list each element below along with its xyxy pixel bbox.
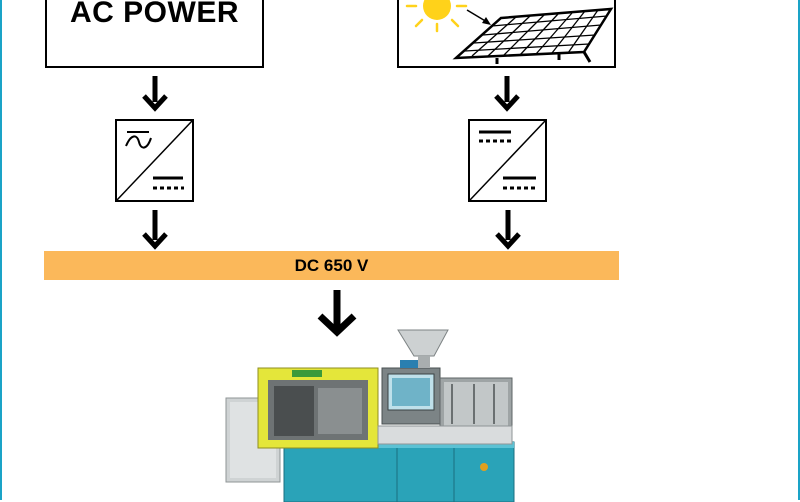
solar-panel-icon [452, 7, 614, 64]
sun-icon [405, 0, 491, 33]
ac-power-source-box: AC POWER [45, 0, 264, 68]
down-arrow-icon [494, 76, 520, 112]
ac-power-label: AC POWER [70, 0, 239, 29]
down-arrow-icon [142, 210, 168, 250]
dc-bus-label: DC 650 V [294, 256, 369, 275]
dc-dc-converter [468, 119, 547, 202]
solar-source-box [397, 0, 616, 68]
ac-dc-converter-icon [116, 120, 193, 201]
down-arrow-icon [317, 290, 357, 337]
down-arrow-icon [495, 210, 521, 250]
down-arrow-icon [142, 76, 168, 112]
ac-dc-converter [115, 119, 194, 202]
injection-molding-machine-image [225, 329, 515, 502]
dc-bus-bar: DC 650 V [44, 251, 619, 280]
dc-dc-converter-icon [469, 120, 546, 201]
